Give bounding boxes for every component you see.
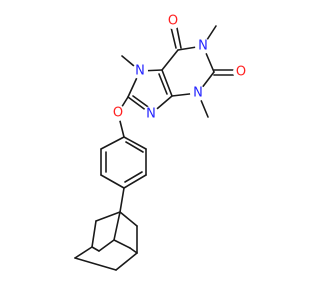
bond-ad-c1-c3 [119,211,138,227]
bond-ad-c6-c8 [129,247,138,254]
bond-ph1-ph2-double [125,141,144,153]
atom-o2-label: O [236,65,246,80]
bond-ad-c5-c7 [91,246,100,252]
bond-layer [74,22,239,271]
atom-n9: N [143,106,159,122]
bond-ph4-ph5 [100,174,125,189]
bond-c4-c5-double [158,73,168,95]
atom-layer: N N N N O O O [110,13,249,122]
bond-ad-c4-c7 [98,239,115,252]
bond-ad-c2-c5 [91,220,97,248]
atom-n1: N [195,38,211,54]
bond-ad-c4-c8 [113,239,131,249]
bond-ph6-ph1 [100,136,125,150]
atom-n7: N [132,63,148,79]
atom-n3-label: N [193,86,203,101]
bond-ad-c5-c9 [74,246,93,259]
atom-o-ether: O [110,105,126,121]
bond-ph1-ph2 [123,136,147,150]
bond-ph4-adamantyl [119,187,125,213]
bond-ad-c6-c10 [115,252,138,271]
bond-ph3-ph4 [123,174,147,189]
structure-canvas: N N N N O O O [74,13,249,271]
molecule-diagram: N N N N O O O [74,13,249,271]
bond-ph3-ph4-double [124,171,143,183]
atom-o2: O [233,64,249,80]
atom-o-ether-label: O [113,106,123,121]
atom-o6: O [165,13,181,29]
atom-n7-label: N [135,64,145,79]
bond-ad-c1-c4 [113,211,121,241]
atom-n1-label: N [198,39,208,54]
atom-n9-label: N [146,107,156,122]
bond-c5-c6 [161,49,179,71]
atom-o6-label: O [168,14,178,29]
bond-ad-c9-c10 [74,257,117,271]
atom-n3: N [190,85,206,101]
bond-ad-c1-c2 [95,211,121,222]
bond-c4-c5 [161,69,173,97]
